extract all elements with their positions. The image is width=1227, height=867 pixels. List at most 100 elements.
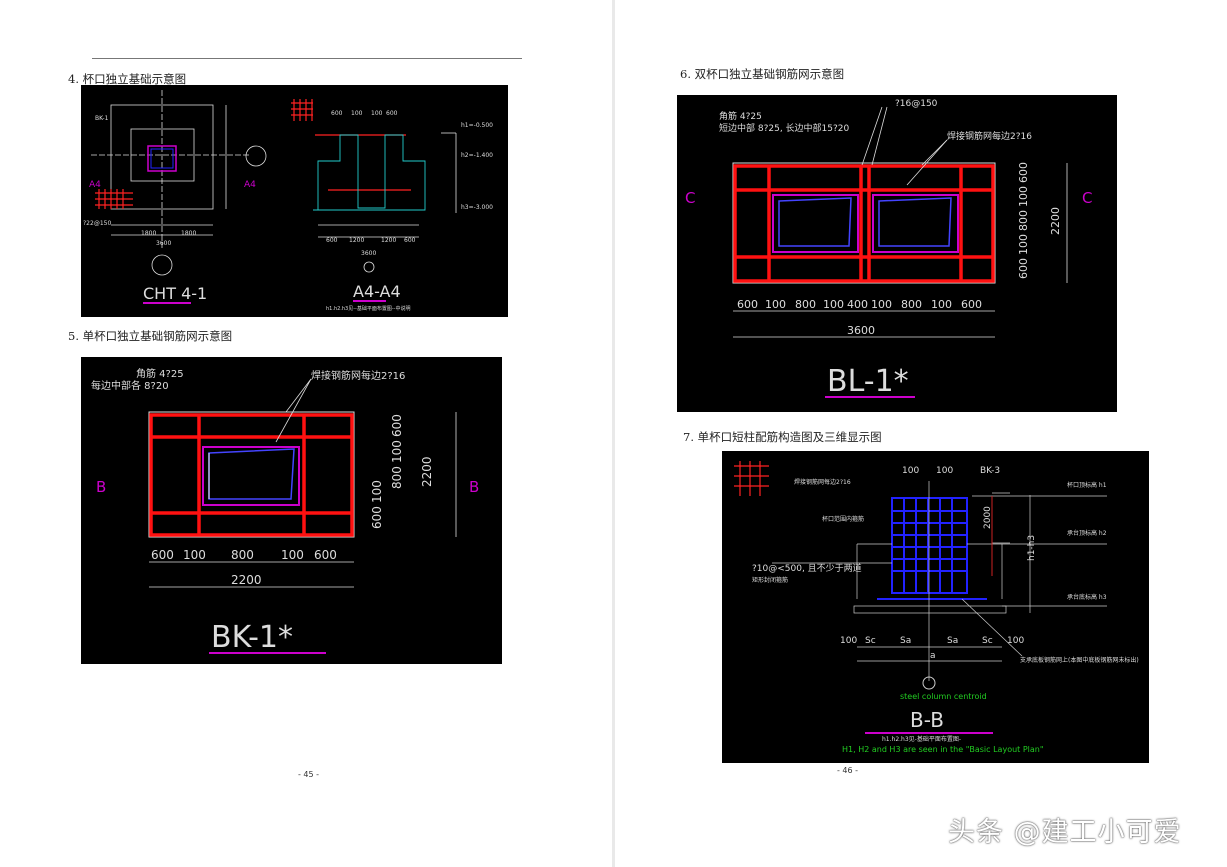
svg-text:角筋 4?25: 角筋 4?25 (136, 367, 184, 380)
svg-text:100: 100 (371, 110, 383, 117)
watermark: 头条 @建工小可爱 (948, 817, 1182, 848)
svg-text:1800: 1800 (181, 230, 196, 237)
svg-text:3600: 3600 (156, 240, 171, 247)
svg-text:100: 100 (1007, 636, 1024, 646)
svg-text:100: 100 (183, 548, 206, 562)
svg-text:C: C (685, 189, 695, 207)
svg-text:100: 100 (902, 466, 919, 476)
svg-text:600: 600 (314, 548, 337, 562)
svg-text:h3=-3.000: h3=-3.000 (461, 204, 493, 211)
svg-text:100: 100 (281, 548, 304, 562)
svg-text:焊接钢筋网每边2?16: 焊接钢筋网每边2?16 (311, 369, 405, 382)
page-number: - 45 - (298, 770, 320, 779)
svg-text:Sa: Sa (947, 636, 958, 646)
svg-text:支承底板钢筋网上(本图中底板钢筋网未标出): 支承底板钢筋网上(本图中底板钢筋网未标出) (1020, 656, 1139, 664)
svg-text:CHT 4-1: CHT 4-1 (143, 284, 207, 303)
svg-text:杯口顶标高 h1: 杯口顶标高 h1 (1067, 481, 1107, 489)
svg-text:steel column centroid: steel column centroid (900, 692, 987, 701)
svg-text:A4: A4 (89, 180, 101, 190)
svg-text:2000: 2000 (983, 506, 993, 529)
svg-text:H1, H2 and H3 are seen in the: H1, H2 and H3 are seen in the "Basic Lay… (842, 745, 1044, 754)
svg-text:B: B (469, 478, 479, 496)
svg-text:400: 400 (847, 298, 868, 311)
svg-text:焊接钢筋网每边2?16: 焊接钢筋网每边2?16 (947, 130, 1032, 142)
left-page: 4. 杯口独立基础示意图 (0, 0, 612, 867)
svg-text:承台顶标高 h2: 承台顶标高 h2 (1067, 529, 1107, 537)
section-6-title: 6. 双杯口独立基础钢筋网示意图 (680, 67, 845, 81)
svg-text:杯口范围内箍筋: 杯口范围内箍筋 (822, 515, 864, 523)
svg-text:角筋 4?25: 角筋 4?25 (719, 110, 762, 122)
svg-text:?22@150: ?22@150 (83, 220, 111, 227)
svg-text:600: 600 (386, 110, 398, 117)
svg-text:承台底标高 h3: 承台底标高 h3 (1067, 593, 1107, 601)
svg-text:100: 100 (351, 110, 363, 117)
svg-text:1800: 1800 (141, 230, 156, 237)
svg-text:2200: 2200 (420, 456, 434, 487)
svg-text:2200: 2200 (231, 573, 262, 587)
short-column-reinforcement-drawing: 100 100 BK-3 ?10@<500, 且不少于两道 2000 h1-h3… (722, 451, 1149, 763)
svg-text:Sc: Sc (865, 636, 876, 646)
right-page: 6. 双杯口独立基础钢筋网示意图 600 100 800 (615, 0, 1227, 867)
svg-text:600: 600 (151, 548, 174, 562)
svg-text:h2=-1.400: h2=-1.400 (461, 152, 493, 159)
svg-text:a: a (930, 651, 936, 661)
bl1-double-cup-mesh-drawing: 600 100 800 100 400 100 800 100 600 3600… (677, 95, 1117, 412)
svg-text:100: 100 (765, 298, 786, 311)
svg-text:600: 600 (370, 506, 384, 529)
svg-text:600: 600 (326, 237, 338, 244)
page-number: - 46 - (837, 766, 859, 775)
svg-text:800: 800 (901, 298, 922, 311)
svg-text:BK-3: BK-3 (980, 466, 1000, 476)
svg-text:2200: 2200 (1049, 207, 1062, 235)
svg-text:h1-h3: h1-h3 (1027, 535, 1037, 561)
svg-text:600: 600 (331, 110, 343, 117)
svg-text:100: 100 (931, 298, 952, 311)
svg-text:1200: 1200 (381, 237, 396, 244)
svg-text:BK-1*: BK-1* (211, 620, 293, 655)
svg-text:100: 100 (390, 440, 404, 463)
cup-foundation-drawing: BK-1 1800 1800 3600 ?22@150 600 1200 120… (81, 85, 508, 317)
svg-text:1200: 1200 (349, 237, 364, 244)
svg-text:600: 600 (737, 298, 758, 311)
svg-text:100: 100 (370, 480, 384, 503)
svg-text:100: 100 (871, 298, 892, 311)
section-7-title: 7. 单杯口短柱配筋构造图及三维显示图 (683, 430, 882, 444)
section-5-title: 5. 单杯口独立基础钢筋网示意图 (68, 329, 233, 343)
svg-text:?16@150: ?16@150 (895, 99, 938, 109)
svg-text:600: 600 (404, 237, 416, 244)
svg-text:B: B (96, 478, 106, 496)
svg-text:800: 800 (231, 548, 254, 562)
svg-text:3600: 3600 (847, 324, 875, 337)
svg-text:B-B: B-B (910, 708, 944, 732)
svg-text:600: 600 (961, 298, 982, 311)
svg-text:BL-1*: BL-1* (827, 364, 909, 399)
svg-text:100: 100 (936, 466, 953, 476)
svg-text:Sc: Sc (982, 636, 993, 646)
svg-text:焊接钢筋网每边2?16: 焊接钢筋网每边2?16 (794, 478, 851, 486)
svg-text:h1=-0.500: h1=-0.500 (461, 122, 493, 129)
svg-text:600: 600 (1017, 258, 1030, 279)
svg-text:3600: 3600 (361, 250, 376, 257)
svg-text:100: 100 (840, 636, 857, 646)
svg-text:Sa: Sa (900, 636, 911, 646)
svg-text:h1.h2.h3见--基础平面布置图--中说明: h1.h2.h3见--基础平面布置图--中说明 (326, 305, 410, 312)
svg-text:每边中部各 8?20: 每边中部各 8?20 (91, 379, 169, 392)
svg-text:h1.h2.h3见-基础平面布置图-: h1.h2.h3见-基础平面布置图- (882, 735, 961, 743)
svg-text:?10@<500, 且不少于两道: ?10@<500, 且不少于两道 (752, 562, 862, 574)
svg-text:BK-1: BK-1 (95, 115, 109, 122)
bk1-rebar-mesh-drawing: 600 100 800 100 600 2200 600 100 800 100… (81, 357, 502, 664)
svg-text:800: 800 (1017, 210, 1030, 231)
svg-text:C: C (1082, 189, 1092, 207)
svg-text:100: 100 (1017, 186, 1030, 207)
section-4-title: 4. 杯口独立基础示意图 (68, 72, 187, 86)
svg-text:矩形封闭箍筋: 矩形封闭箍筋 (752, 576, 788, 584)
svg-text:600: 600 (1017, 162, 1030, 183)
svg-text:短边中部 8?25, 长边中部15?20: 短边中部 8?25, 长边中部15?20 (719, 122, 849, 134)
svg-text:800: 800 (795, 298, 816, 311)
svg-text:600: 600 (390, 414, 404, 437)
svg-text:100: 100 (1017, 234, 1030, 255)
svg-text:A4-A4: A4-A4 (353, 282, 401, 301)
svg-text:100: 100 (823, 298, 844, 311)
svg-text:800: 800 (390, 466, 404, 489)
svg-text:A4: A4 (244, 180, 256, 190)
